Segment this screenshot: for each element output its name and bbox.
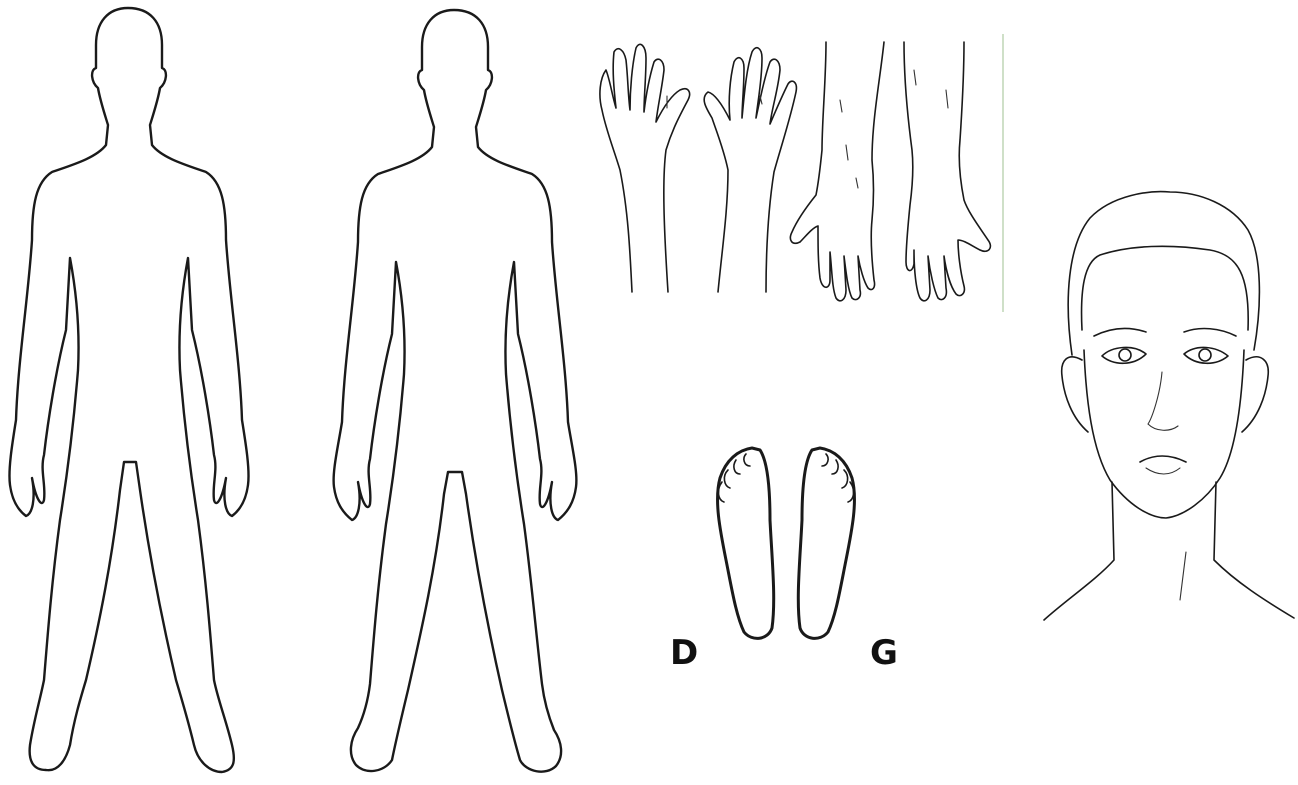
hands-back-view (600, 44, 796, 292)
face-portrait (1044, 192, 1294, 620)
body-front-outline (9, 8, 248, 772)
right-foot-label: D (670, 636, 698, 670)
forearms-palm-view (790, 34, 1003, 312)
body-back-outline (334, 10, 577, 772)
left-foot-label: G (870, 636, 898, 670)
feet-soles (718, 448, 855, 638)
